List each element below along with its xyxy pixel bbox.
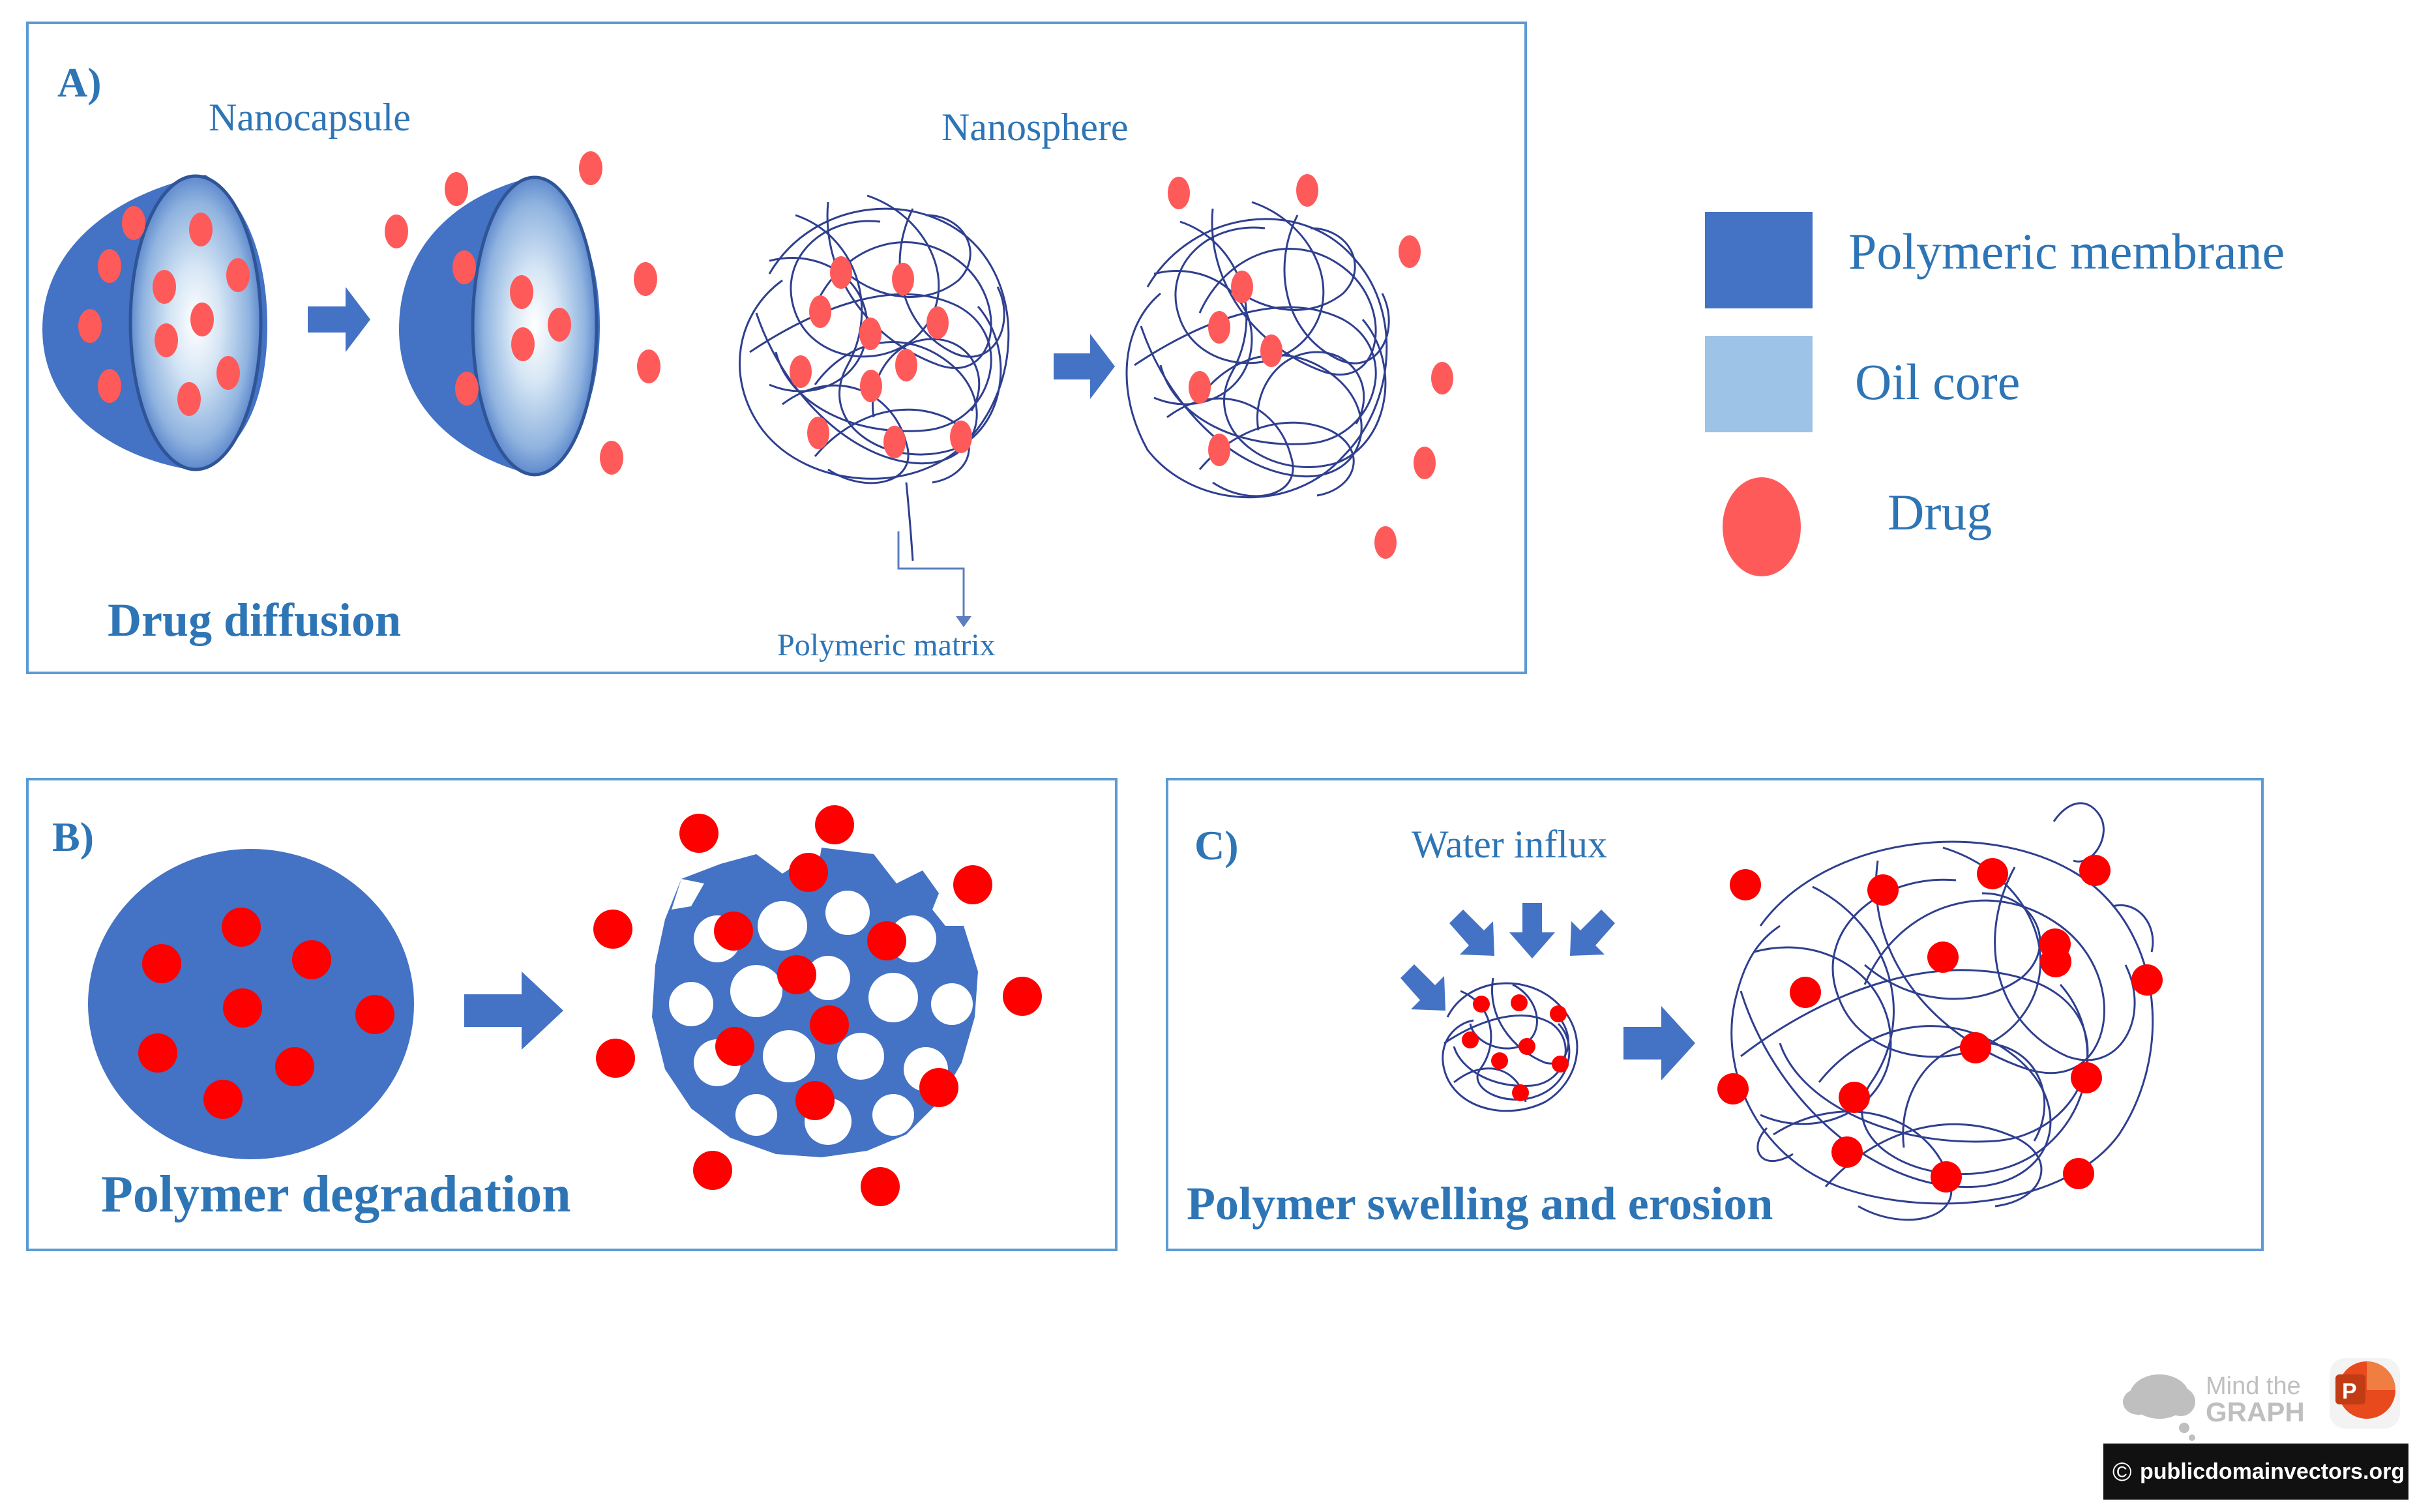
red-circle-icon	[1723, 477, 1801, 576]
polymer-degradation-caption: Polymer degradation	[101, 1166, 571, 1223]
arrow-down-left-icon	[1570, 910, 1615, 956]
mindthegraph-logo: Mind the GRAPH	[2123, 1372, 2305, 1441]
polymer-swelling-caption: Polymer swelling and erosion	[1187, 1178, 1773, 1230]
nanosphere-before	[738, 194, 1010, 627]
panel-b-frame	[26, 778, 1118, 1251]
legend: Polymeric membrane Oil core Drug	[1705, 212, 2285, 576]
legend-label-oil-core: Oil core	[1855, 353, 2020, 410]
nanocapsule-label: Nanocapsule	[209, 96, 411, 139]
drug-dots	[78, 206, 250, 416]
panel-c: C) Water influx Polymer swelling and ero…	[1166, 778, 2264, 1251]
arrow-down-right-icon	[1449, 910, 1494, 956]
mindthegraph-line2: GRAPH	[2206, 1397, 2305, 1427]
panel-c-frame	[1166, 778, 2264, 1251]
polymer-matrix-tangle	[1125, 201, 1390, 499]
drug-dots	[593, 805, 1042, 1206]
drug-dots	[385, 151, 660, 475]
brain-icon	[2123, 1374, 2195, 1441]
large-swollen-matrix	[1717, 802, 2163, 1221]
blue-square-icon	[1705, 212, 1813, 308]
copyright-icon: ©	[2112, 1458, 2131, 1487]
panel-b: B) Polymer degradation	[26, 778, 1118, 1251]
arrow-right-icon	[1623, 1006, 1695, 1080]
powerpoint-letter: P	[2342, 1379, 2357, 1404]
nanosphere-after	[1125, 174, 1453, 559]
oil-core	[471, 175, 599, 477]
panel-a: A) Nanocapsule Nanosphere Drug diffusion…	[26, 22, 1527, 674]
matrix-callout-line	[897, 531, 971, 627]
polymer-matrix-tangle	[1442, 977, 1578, 1112]
legend-label-drug: Drug	[1888, 484, 1992, 541]
water-influx-arrows	[1400, 903, 1615, 1011]
degraded-polymer-particle	[593, 805, 1042, 1206]
publicdomainvectors-badge: © publicdomainvectors.org	[2103, 1444, 2408, 1500]
panel-a-letter: A)	[57, 59, 102, 106]
arrow-right-icon	[308, 287, 370, 352]
water-influx-label: Water influx	[1412, 823, 1607, 866]
mindthegraph-line1: Mind the	[2206, 1372, 2301, 1400]
nanocapsule-after	[385, 151, 660, 477]
legend-label-membrane: Polymeric membrane	[1848, 223, 2285, 280]
arrow-right-icon	[464, 971, 563, 1050]
nanocapsule-before	[42, 174, 267, 471]
polymeric-matrix-label: Polymeric matrix	[777, 628, 996, 662]
light-blue-square-icon	[1705, 336, 1813, 432]
arrow-right-icon	[1054, 334, 1115, 399]
arrow-down-icon	[1509, 903, 1555, 958]
panel-b-letter: B)	[52, 814, 94, 860]
drug-dots	[1717, 855, 2163, 1193]
drug-dots	[790, 256, 972, 458]
panel-c-letter: C)	[1194, 822, 1239, 868]
drug-dots	[1462, 994, 1569, 1101]
arrow-down-right-icon	[1400, 964, 1445, 1011]
small-swollen-matrix	[1442, 977, 1578, 1112]
drug-diffusion-caption: Drug diffusion	[108, 594, 401, 646]
drug-dots	[138, 908, 394, 1119]
publicdomainvectors-text: publicdomainvectors.org	[2140, 1459, 2405, 1484]
drug-dots	[1168, 174, 1453, 559]
intact-polymer-particle	[88, 849, 414, 1159]
powerpoint-icon: P	[2330, 1358, 2400, 1429]
nanosphere-label: Nanosphere	[941, 106, 1129, 149]
panel-a-frame	[26, 22, 1527, 674]
